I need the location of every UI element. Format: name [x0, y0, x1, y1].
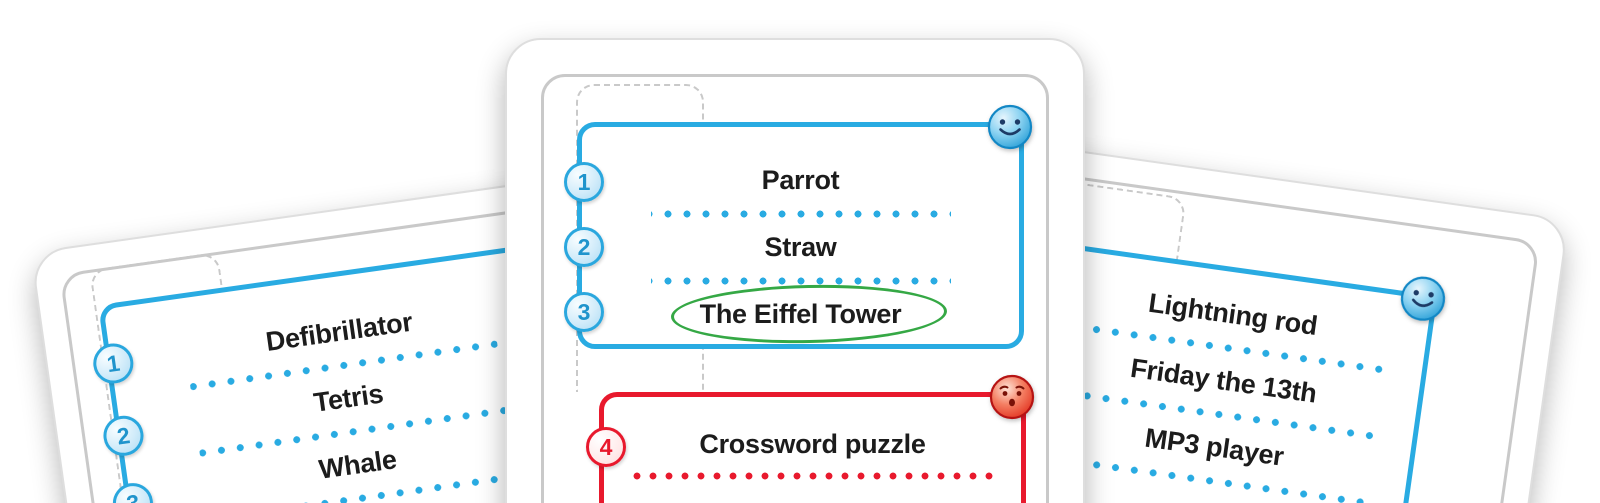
item-number-badge: 1: [564, 162, 604, 202]
dotted-line: [626, 472, 999, 480]
item-number-badge: 2: [564, 227, 604, 267]
red-team-zone: 4 Crossword puzzle: [586, 374, 1035, 503]
blue-team-zone: 1 2 3 Parrot Straw The Eiffel Tower: [564, 104, 1033, 349]
dotted-line: [650, 210, 951, 218]
word-label: The Eiffel Tower: [699, 299, 902, 329]
smiley-face-icon: [987, 104, 1033, 150]
word-label: Parrot: [761, 165, 840, 195]
word-label: Crossword puzzle: [699, 429, 926, 459]
worried-face-icon: [989, 374, 1035, 420]
word-card-center[interactable]: 1 2 3 Parrot Straw The Eiffel Tower 4: [505, 38, 1085, 503]
smiley-face-icon: [1400, 276, 1446, 321]
word-list: Crossword puzzle: [604, 397, 1021, 503]
item-number-badge: 4: [586, 427, 626, 467]
dotted-line: [650, 277, 951, 285]
word-list: Parrot Straw The Eiffel Tower: [582, 127, 1019, 344]
item-number-badge: 3: [564, 292, 604, 332]
word-label: Straw: [764, 232, 837, 262]
word-card-right[interactable]: Lightning rod Friday the 13th MP3 player: [934, 140, 1570, 503]
blue-team-zone: Lightning rod Friday the 13th MP3 player: [985, 240, 1446, 503]
